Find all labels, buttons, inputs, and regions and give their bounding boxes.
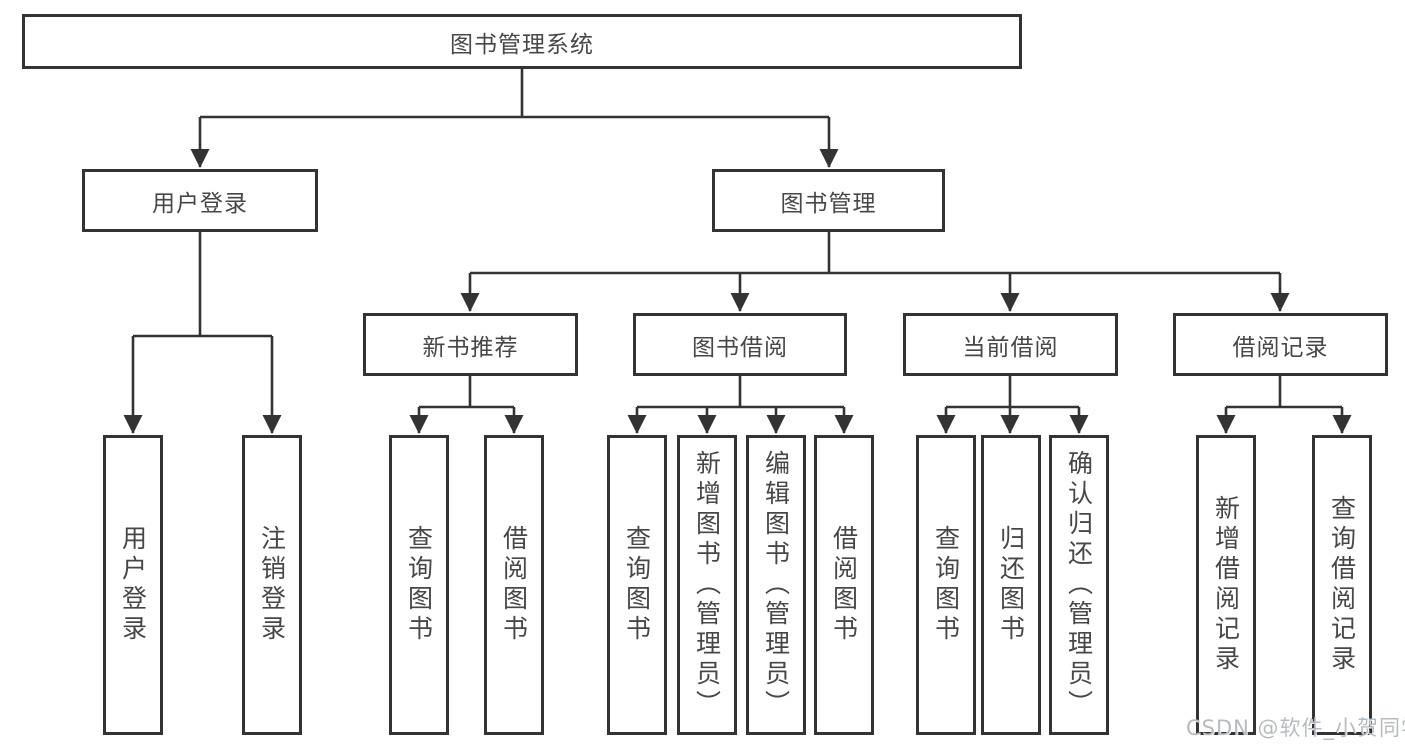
leaf-records-add-record-label: 新增借阅记录 xyxy=(1211,495,1241,675)
leaf-recommend-query-books-label: 查询图书 xyxy=(404,525,434,645)
node-library-system: 图书管理系统 xyxy=(22,14,1022,69)
leaf-borrowing-add-books-admin-label: 新增图书（管理员） xyxy=(692,450,722,720)
node-borrowing-records-label: 借阅记录 xyxy=(1232,334,1329,361)
leaf-user-login-label: 用户登录 xyxy=(118,525,148,645)
leaf-borrowing-query-books: 查询图书 xyxy=(607,435,667,735)
node-borrowing-records: 借阅记录 xyxy=(1173,313,1388,376)
leaf-borrowing-edit-books-admin: 编辑图书（管理员） xyxy=(746,435,806,735)
leaf-records-add-record: 新增借阅记录 xyxy=(1196,435,1256,735)
node-library-system-label: 图书管理系统 xyxy=(450,31,594,58)
leaf-borrowing-borrow-books: 借阅图书 xyxy=(814,435,874,735)
leaf-current-query-books-label: 查询图书 xyxy=(931,525,961,645)
node-book-management: 图书管理 xyxy=(712,169,945,232)
leaf-current-query-books: 查询图书 xyxy=(916,435,976,735)
leaf-current-return-books-label: 归还图书 xyxy=(996,525,1026,645)
node-book-borrowing-label: 图书借阅 xyxy=(692,334,788,361)
leaf-recommend-borrow-books-label: 借阅图书 xyxy=(499,525,529,645)
leaf-borrowing-query-books-label: 查询图书 xyxy=(622,525,652,645)
leaf-borrowing-edit-books-admin-label: 编辑图书（管理员） xyxy=(761,450,791,720)
leaf-logout-login: 注销登录 xyxy=(242,435,302,735)
node-user-login: 用户登录 xyxy=(82,169,318,232)
leaf-borrowing-add-books-admin: 新增图书（管理员） xyxy=(677,435,737,735)
node-book-borrowing: 图书借阅 xyxy=(633,313,847,376)
leaf-records-query-record: 查询借阅记录 xyxy=(1312,435,1372,735)
leaf-logout-login-label: 注销登录 xyxy=(257,525,287,645)
node-user-login-label: 用户登录 xyxy=(152,190,248,217)
leaf-current-confirm-return-admin: 确认归还（管理员） xyxy=(1049,435,1109,735)
node-current-borrowing-label: 当前借阅 xyxy=(962,334,1059,361)
csdn-watermark: CSDN @软件_小贺同学 xyxy=(1186,716,1405,740)
leaf-recommend-borrow-books: 借阅图书 xyxy=(484,435,544,735)
leaf-user-login: 用户登录 xyxy=(103,435,163,735)
node-new-book-recommendation: 新书推荐 xyxy=(363,313,578,376)
leaf-borrowing-borrow-books-label: 借阅图书 xyxy=(829,525,859,645)
node-new-book-recommendation-label: 新书推荐 xyxy=(422,334,519,361)
node-current-borrowing: 当前借阅 xyxy=(903,313,1118,376)
leaf-current-return-books: 归还图书 xyxy=(981,435,1041,735)
leaf-recommend-query-books: 查询图书 xyxy=(389,435,449,735)
leaf-current-confirm-return-admin-label: 确认归还（管理员） xyxy=(1064,450,1094,720)
node-book-management-label: 图书管理 xyxy=(780,190,877,217)
leaf-records-query-record-label: 查询借阅记录 xyxy=(1327,495,1357,675)
